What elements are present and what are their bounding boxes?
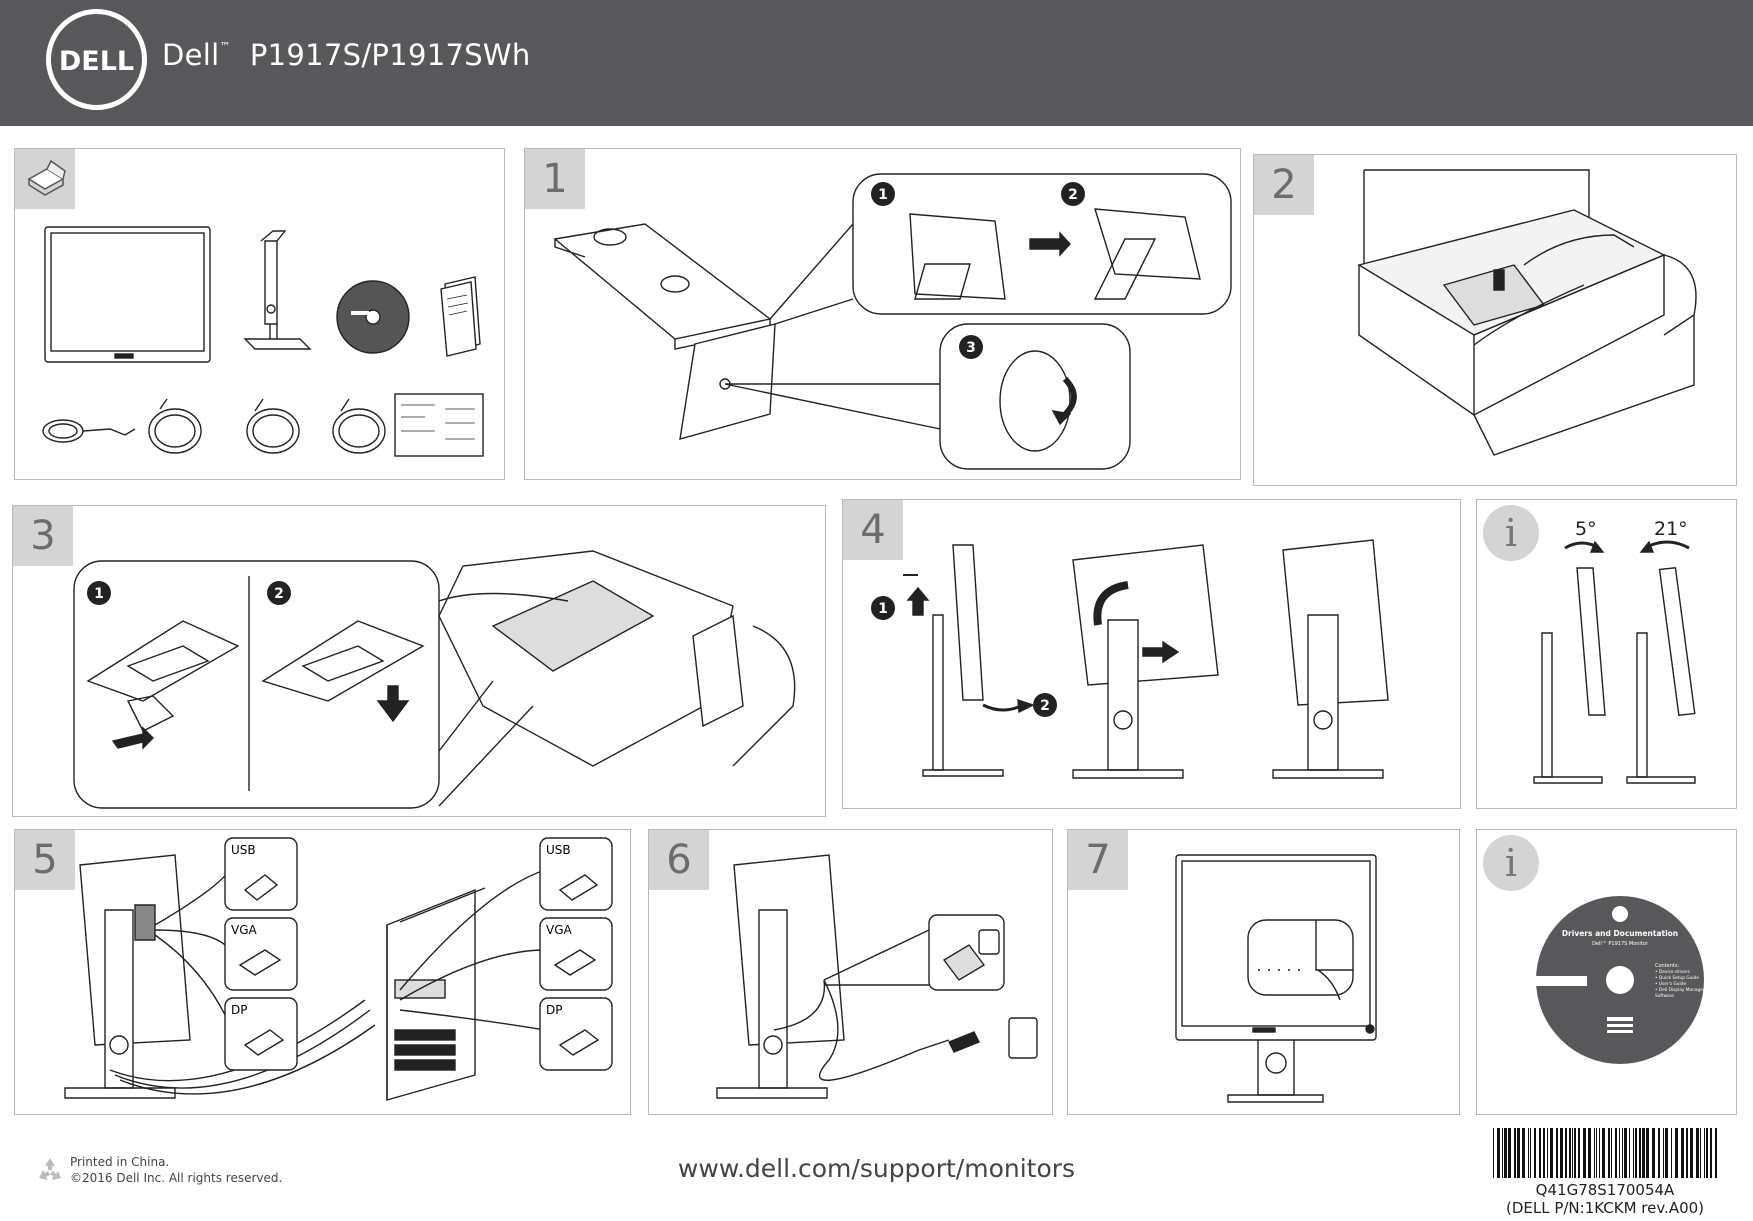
- panel-step-3: 3 1 2: [12, 505, 826, 817]
- tilt-back-label: 21°: [1654, 518, 1688, 540]
- svg-text:2: 2: [274, 586, 284, 602]
- tilt-forward-label: 5°: [1575, 518, 1597, 540]
- svg-text:2: 2: [1068, 187, 1078, 203]
- tilt-illustration: [1533, 540, 1696, 784]
- disc-contents-1: • Quick Setup Guide: [1655, 975, 1699, 981]
- box-open-icon: [15, 149, 75, 209]
- callout-2-badge: 2: [1033, 693, 1057, 717]
- barcode: [1493, 1128, 1717, 1178]
- step-number: 3: [13, 506, 73, 566]
- vga-label-monitor: VGA: [231, 923, 258, 937]
- disc-title: Drivers and Documentation: [1562, 929, 1678, 938]
- callout-3-badge: 3: [959, 335, 983, 359]
- info-icon: i: [1483, 505, 1539, 561]
- recycle-icon: [39, 1158, 61, 1180]
- disc-contents-4: Software: [1655, 993, 1674, 999]
- step-3-illustration: 1 2: [73, 550, 796, 809]
- step-number: 7: [1068, 830, 1128, 890]
- printed-in: Printed in China.: [70, 1155, 170, 1169]
- part-number: (DELL P/N:1KCKM rev.A00): [1505, 1199, 1705, 1217]
- panel-step-6: 6: [648, 829, 1053, 1115]
- disc-contents-0: • Device drivers: [1655, 969, 1691, 975]
- trademark: ™: [219, 40, 231, 53]
- dell-logo-text: DELL: [59, 46, 134, 77]
- print-info: Printed in China. ©2016 Dell Inc. All ri…: [70, 1154, 282, 1186]
- svg-text:1: 1: [94, 586, 104, 602]
- dp-label-pc: DP: [546, 1003, 562, 1017]
- svg-text:1: 1: [878, 187, 888, 203]
- step-5-illustration: USB VGA DP USB VGA DP: [64, 837, 613, 1101]
- barcode-number: Q41G78S170054A: [1535, 1181, 1675, 1199]
- step-6-illustration: [716, 854, 1038, 1099]
- step-7-illustration: [1175, 854, 1377, 1103]
- callout-2-badge: 2: [267, 581, 291, 605]
- panel-disc-info: i Drivers and Documentation Dell™ P1917S…: [1476, 829, 1737, 1115]
- svg-text:2: 2: [1040, 698, 1050, 714]
- callout-1-badge: 1: [871, 596, 895, 620]
- step-1-illustration: 1 2 3: [553, 173, 1232, 470]
- info-icon: i: [1483, 835, 1539, 891]
- disc-contents-title: Contents:: [1655, 963, 1679, 969]
- usb-label-pc: USB: [546, 843, 571, 857]
- support-url[interactable]: www.dell.com/support/monitors: [677, 1154, 1076, 1183]
- step-4-illustration: 1 2: [871, 539, 1389, 779]
- callout-1-badge: 1: [871, 182, 895, 206]
- panel-step-2: 2: [1253, 154, 1737, 486]
- dell-logo: DELL: [46, 9, 147, 110]
- step-number: 1: [525, 149, 585, 209]
- box-contents-illustration: [42, 226, 484, 457]
- header-bar: DELL Dell™ P1917S/P1917SWh: [0, 0, 1753, 126]
- product-title: Dell™ P1917S/P1917SWh: [162, 38, 531, 72]
- disc-subtitle: Dell™ P1917S Monitor: [1592, 941, 1649, 947]
- panel-step-4: 4 1 2: [842, 499, 1461, 809]
- panel-step-1: 1 1: [524, 148, 1241, 480]
- usb-label-monitor: USB: [231, 843, 256, 857]
- step-number: 6: [649, 830, 709, 890]
- disc-contents-3: • Dell Display Manager: [1655, 987, 1705, 993]
- disc-contents-2: • User's Guide: [1655, 981, 1686, 987]
- panel-step-5: 5: [14, 829, 631, 1115]
- panel-box-contents: [14, 148, 505, 480]
- disc-illustration: Drivers and Documentation Dell™ P1917S M…: [1535, 896, 1705, 1064]
- panel-tilt-info: i 5° 21°: [1476, 499, 1737, 809]
- step-2-illustration: [1357, 169, 1697, 456]
- panel-step-7: 7: [1067, 829, 1460, 1115]
- callout-1-badge: 1: [87, 581, 111, 605]
- vga-label-pc: VGA: [546, 923, 573, 937]
- callout-2-badge: 2: [1061, 182, 1085, 206]
- product-prefix: Dell: [162, 38, 220, 72]
- step-number: 5: [15, 830, 75, 890]
- svg-text:1: 1: [878, 601, 888, 617]
- svg-text:3: 3: [966, 340, 976, 356]
- product-model: P1917S/P1917SWh: [249, 38, 531, 72]
- dp-label-monitor: DP: [231, 1003, 247, 1017]
- step-number: 2: [1254, 155, 1314, 215]
- copyright: ©2016 Dell Inc. All rights reserved.: [70, 1171, 283, 1185]
- barcode-caption: Q41G78S170054A (DELL P/N:1KCKM rev.A00): [1480, 1181, 1730, 1217]
- step-number: 4: [843, 500, 903, 560]
